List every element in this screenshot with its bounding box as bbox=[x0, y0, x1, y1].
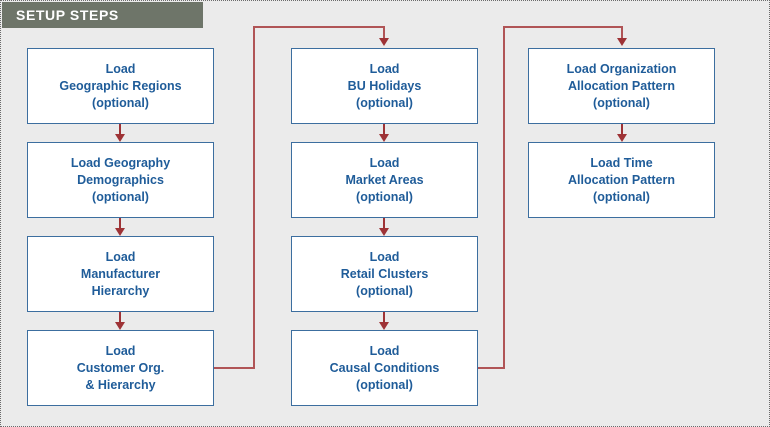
arrowhead-down-icon bbox=[115, 322, 125, 330]
node-line: Load bbox=[369, 343, 400, 358]
node-line: (optional) bbox=[593, 95, 650, 110]
node-line: Hierarchy bbox=[91, 283, 150, 298]
node-line: (optional) bbox=[92, 95, 149, 110]
node-line: Load bbox=[105, 61, 136, 76]
connector-geographic-to-demographics bbox=[119, 124, 121, 136]
node-line: Allocation Pattern bbox=[568, 172, 675, 187]
node-line: Causal Conditions bbox=[329, 360, 440, 375]
node-line: Load bbox=[369, 249, 400, 264]
arrowhead-down-icon bbox=[379, 228, 389, 236]
node-line: (optional) bbox=[356, 283, 413, 298]
connector-customer-org-exit-right bbox=[214, 367, 255, 369]
connector-causal-conditions-riser bbox=[503, 26, 505, 369]
node-load-manufacturer-hierarchy[interactable]: Load Manufacturer Hierarchy bbox=[27, 236, 214, 312]
arrowhead-down-icon bbox=[379, 322, 389, 330]
connector-customer-org-riser bbox=[253, 26, 255, 369]
arrowhead-down-icon bbox=[115, 228, 125, 236]
node-line: (optional) bbox=[356, 377, 413, 392]
node-line: Retail Clusters bbox=[340, 266, 429, 281]
connector-org-allocation-to-time-allocation bbox=[621, 124, 623, 136]
connector-market-areas-to-retail-clusters bbox=[383, 218, 385, 230]
connector-into-org-allocation bbox=[621, 26, 623, 40]
connector-causal-conditions-top-run bbox=[503, 26, 623, 28]
node-line: Load bbox=[369, 61, 400, 76]
connector-into-bu-holidays bbox=[383, 26, 385, 40]
node-line: Allocation Pattern bbox=[568, 78, 675, 93]
connector-customer-org-top-run bbox=[253, 26, 384, 28]
node-line: Manufacturer bbox=[80, 266, 161, 281]
node-line: (optional) bbox=[356, 189, 413, 204]
arrowhead-down-icon bbox=[617, 134, 627, 142]
arrowhead-down-icon bbox=[617, 38, 627, 46]
connector-bu-holidays-to-market-areas bbox=[383, 124, 385, 136]
node-line: (optional) bbox=[356, 95, 413, 110]
node-load-retail-clusters[interactable]: Load Retail Clusters (optional) bbox=[291, 236, 478, 312]
node-load-time-allocation-pattern[interactable]: Load Time Allocation Pattern (optional) bbox=[528, 142, 715, 218]
node-line: Market Areas bbox=[345, 172, 424, 187]
node-line: Load Time bbox=[590, 155, 653, 170]
node-line: Demographics bbox=[77, 172, 164, 187]
node-line: (optional) bbox=[92, 189, 149, 204]
section-banner: SETUP STEPS bbox=[2, 2, 203, 28]
arrowhead-down-icon bbox=[115, 134, 125, 142]
node-load-causal-conditions[interactable]: Load Causal Conditions (optional) bbox=[291, 330, 478, 406]
node-line: Load bbox=[105, 249, 136, 264]
connector-causal-conditions-exit-right bbox=[478, 367, 505, 369]
node-load-organization-allocation-pattern[interactable]: Load Organization Allocation Pattern (op… bbox=[528, 48, 715, 124]
section-title: SETUP STEPS bbox=[16, 7, 119, 23]
node-line: Geographic Regions bbox=[59, 78, 182, 93]
node-line: (optional) bbox=[593, 189, 650, 204]
node-load-geographic-regions[interactable]: Load Geographic Regions (optional) bbox=[27, 48, 214, 124]
node-line: & Hierarchy bbox=[85, 377, 156, 392]
node-line: BU Holidays bbox=[347, 78, 422, 93]
node-line: Load Organization bbox=[566, 61, 677, 76]
node-line: Load Geography bbox=[70, 155, 171, 170]
connector-demographics-to-manufacturer bbox=[119, 218, 121, 230]
arrowhead-down-icon bbox=[379, 38, 389, 46]
node-line: Load bbox=[105, 343, 136, 358]
node-line: Load bbox=[369, 155, 400, 170]
connector-retail-clusters-to-causal-conditions bbox=[383, 312, 385, 324]
connector-manufacturer-to-customer-org bbox=[119, 312, 121, 324]
node-load-geography-demographics[interactable]: Load Geography Demographics (optional) bbox=[27, 142, 214, 218]
node-load-market-areas[interactable]: Load Market Areas (optional) bbox=[291, 142, 478, 218]
node-line: Customer Org. bbox=[76, 360, 165, 375]
node-load-bu-holidays[interactable]: Load BU Holidays (optional) bbox=[291, 48, 478, 124]
node-load-customer-org-hierarchy[interactable]: Load Customer Org. & Hierarchy bbox=[27, 330, 214, 406]
arrowhead-down-icon bbox=[379, 134, 389, 142]
